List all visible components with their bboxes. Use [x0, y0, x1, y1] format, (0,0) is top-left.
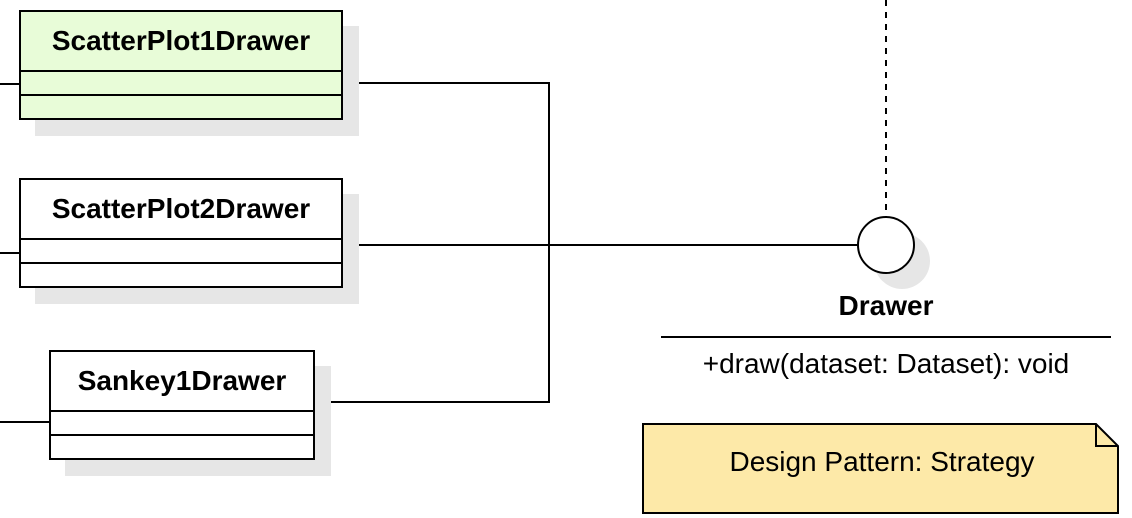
- class-operations-compartment: [21, 264, 341, 286]
- class-scatterplot1drawer[interactable]: ScatterPlot1Drawer: [19, 10, 343, 120]
- class-attributes-compartment: [21, 72, 341, 96]
- connector-scatterplot1: [342, 82, 550, 245]
- class-operations-compartment: [51, 436, 313, 458]
- note-text: Design Pattern: Strategy: [729, 446, 1035, 477]
- interface-lollipop[interactable]: [857, 216, 915, 274]
- note-shape[interactable]: [642, 423, 1119, 514]
- class-attributes-compartment: [21, 240, 341, 264]
- class-attributes-compartment: [51, 412, 313, 436]
- class-name: Sankey1Drawer: [51, 352, 313, 412]
- interface-separator: [661, 336, 1111, 338]
- class-name: ScatterPlot2Drawer: [21, 180, 341, 240]
- interface-name: Drawer: [838, 290, 934, 321]
- class-sankey1drawer[interactable]: Sankey1Drawer: [49, 350, 315, 460]
- note-folded-corner: [1095, 424, 1118, 447]
- interface-operation: +draw(dataset: Dataset): void: [702, 348, 1070, 379]
- class-operations-compartment: [21, 96, 341, 118]
- class-scatterplot2drawer[interactable]: ScatterPlot2Drawer: [19, 178, 343, 288]
- connector-sankey1: [314, 245, 550, 403]
- class-name: ScatterPlot1Drawer: [21, 12, 341, 72]
